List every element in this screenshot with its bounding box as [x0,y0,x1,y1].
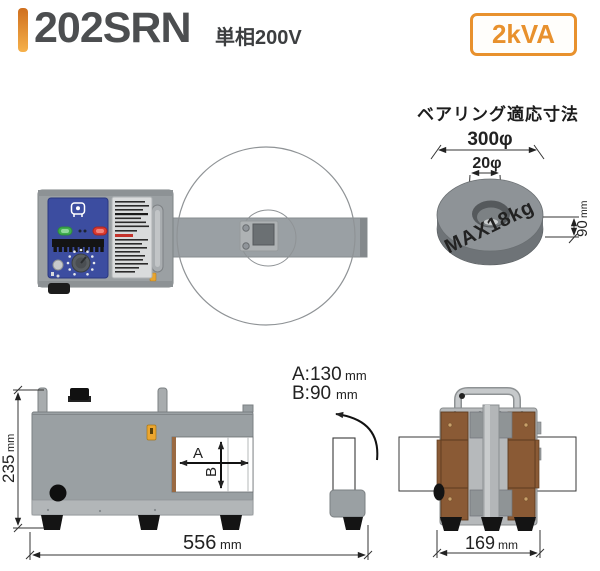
dim-235-label: 235 mm [0,434,18,483]
foot [41,515,63,530]
top-knob [70,388,89,400]
opening-window: A B [171,436,254,493]
curved-arrow [335,411,379,461]
coil-edge [172,437,176,492]
rating-badge: 2kVA [470,13,577,56]
end-view: 169 mm [398,387,577,558]
side-knob [433,483,445,501]
bearing-diagram: 300φ 20φ MAX18kg [430,129,591,266]
temperature-knob [66,248,96,276]
svg-text:mm: mm [578,200,590,218]
dim-300-line [430,144,545,160]
dim-169-line [432,530,545,558]
bearing-spec-title: ベアリング適応寸法 [417,105,579,124]
pilot-lamp [52,259,64,271]
bearing-torus: MAX18kg [436,178,544,266]
arm-support-pillar [329,437,366,530]
dim-556-line [25,525,373,560]
heater-icon [70,202,86,217]
machine-body-end [433,404,542,531]
dim-b-label: B [203,467,220,477]
terminal-strip [52,239,104,252]
side-port [49,484,67,502]
label-panel [111,196,153,279]
dim-169-label: 169 mm [465,533,518,553]
handle-post-right [157,387,168,415]
svg-text:B:90: B:90 [292,383,331,404]
model-accent-bar [18,8,28,52]
dim-a-label: A [193,445,203,462]
model-title: 202SRN [34,4,192,52]
foot [481,517,503,531]
coil-right [507,411,540,521]
foot [138,515,160,530]
carry-handle [454,387,521,410]
svg-text:556: 556 [183,532,216,554]
bearing-outline-circle [176,146,356,326]
svg-text:mm: mm [345,368,367,383]
svg-text:235: 235 [0,455,18,483]
dim-90-label: 90 mm [574,200,591,237]
phase-label: 単相200V [215,27,302,49]
dim-20-label: 20φ [472,155,501,172]
yoke-core [239,220,279,252]
foot [343,517,363,530]
dim-235-line [13,385,44,533]
foot [440,517,462,531]
dim-90-line [543,216,579,244]
svg-text:mm: mm [498,538,518,552]
svg-text:90: 90 [574,220,591,237]
foot [514,517,536,531]
svg-text:A:130: A:130 [292,364,342,385]
handle-post-left [37,387,48,415]
dim-300-label: 300φ [467,129,512,150]
dim-556-label: 556 mm [183,532,242,554]
svg-text:mm: mm [336,387,358,402]
core-bar [482,404,500,526]
top-view [37,146,368,326]
ab-spec-label: A:130 mm B:90 mm [292,364,367,404]
coil-left [436,411,469,521]
side-view: A B 235 mm 55 [0,364,379,560]
power-inlet [48,283,70,294]
control-panel [47,197,109,279]
svg-text:169: 169 [465,533,495,553]
foot [220,515,242,530]
svg-text:mm: mm [220,537,242,552]
svg-text:mm: mm [5,434,17,452]
